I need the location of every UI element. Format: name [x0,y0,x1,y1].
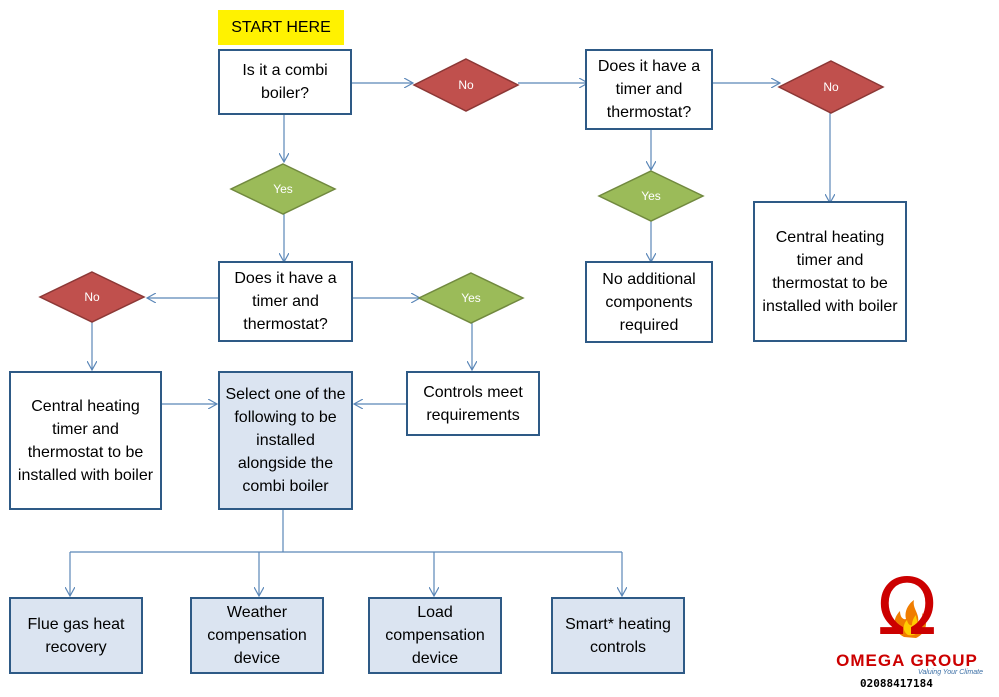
option-smart-heating-controls: Smart* heating controls [551,597,685,674]
node-central-heating-right: Central heating timer and thermostat to … [753,201,907,342]
node-timer-question-right: Does it have a timer and thermostat? [585,49,713,130]
node-controls-meet-requirements-text: Controls meet requirements [423,383,523,424]
omega-group-logo: Ω OMEGA GROUP Valuing Your Climate 02088… [826,563,988,693]
decision-no-left: No [38,271,146,323]
logo-graphic [894,600,927,638]
node-central-heating-left-text: Central heating timer and thermostat to … [17,397,154,484]
option-flue-gas-heat-recovery-text: Flue gas heat recovery [27,615,125,656]
node-central-heating-right-text: Central heating timer and thermostat to … [762,228,898,315]
svg-text:No: No [458,78,474,92]
node-central-heating-left: Central heating timer and thermostat to … [9,371,162,510]
omega-symbol: Ω [877,563,937,653]
decision-yes-right-column: Yes [597,170,705,222]
svg-text:No: No [823,80,839,94]
option-flue-gas-heat-recovery: Flue gas heat recovery [9,597,143,674]
logo-phone-number: 02088417184 [860,677,933,690]
option-weather-compensation: Weather compensation device [190,597,324,674]
node-no-additional-components: No additional components required [585,261,713,343]
decision-yes-right: Yes [417,272,525,324]
decision-no-top-right: No [777,60,885,114]
node-combi-question-text: Is it a combi boiler? [242,62,328,102]
svg-text:Yes: Yes [461,291,481,305]
option-load-compensation: Load compensation device [368,597,502,674]
decision-no-top-middle: No [412,58,520,112]
node-timer-question-center-text: Does it have a timer and thermostat? [234,270,337,333]
node-timer-question-center: Does it have a timer and thermostat? [218,261,353,342]
option-load-compensation-text: Load compensation device [385,604,485,667]
svg-text:Yes: Yes [641,189,661,203]
option-smart-heating-controls-text: Smart* heating controls [565,615,671,656]
option-weather-compensation-text: Weather compensation device [207,604,307,667]
node-controls-meet-requirements: Controls meet requirements [406,371,540,436]
svg-text:No: No [84,290,100,304]
logo-tagline: Valuing Your Climate [918,669,983,676]
node-timer-question-right-text: Does it have a timer and thermostat? [597,58,701,121]
flame-icon [894,600,927,638]
svg-text:Yes: Yes [273,182,293,196]
start-here-label: START HERE [218,10,344,45]
logo-company-name: OMEGA GROUP [836,651,978,670]
node-select-one: Select one of the following to be instal… [218,371,353,510]
node-select-one-text: Select one of the following to be instal… [225,386,346,495]
node-no-additional-components-text: No additional components required [602,270,696,334]
node-combi-question: Is it a combi boiler? [218,49,352,115]
decision-yes-center: Yes [229,163,337,215]
